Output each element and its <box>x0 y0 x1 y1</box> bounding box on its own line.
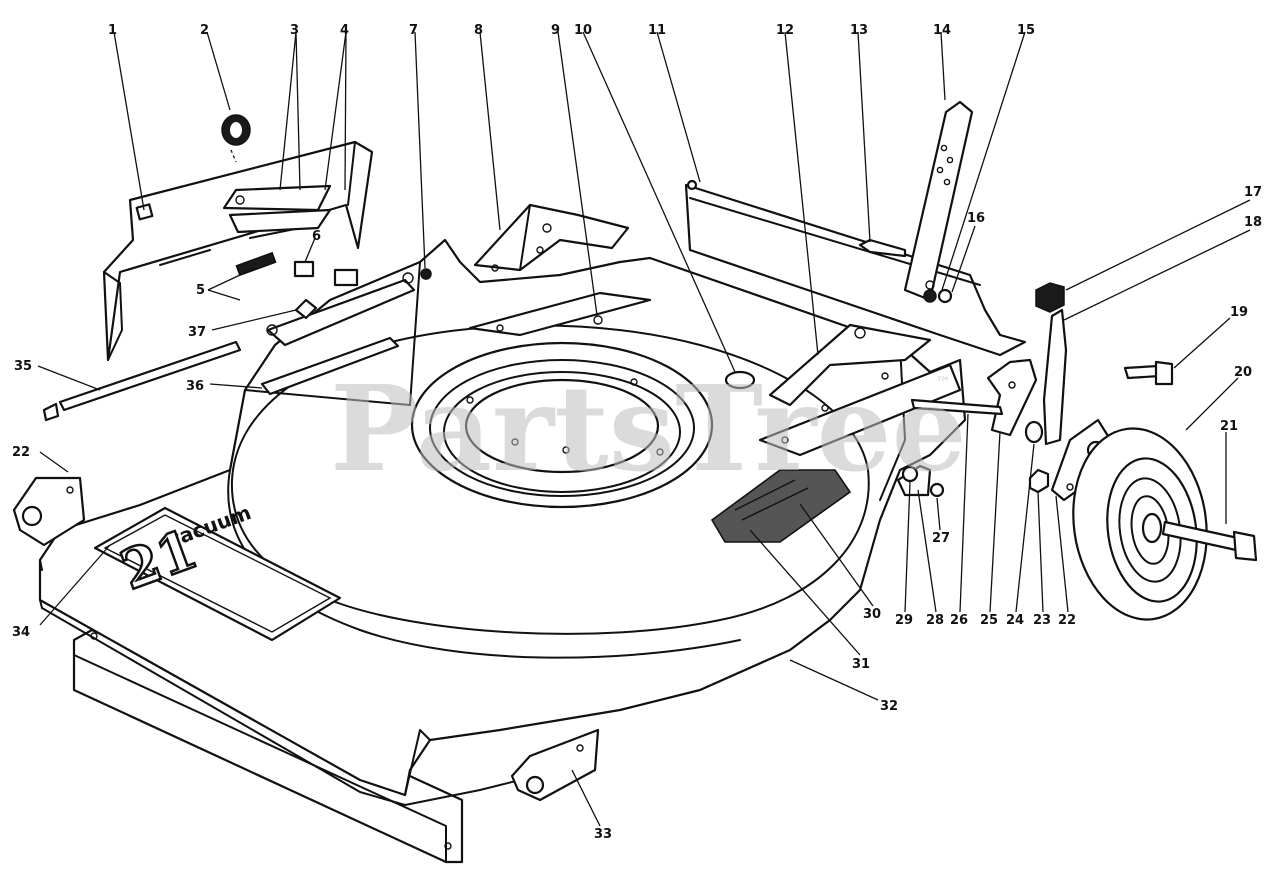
callout-14: 14 <box>933 23 951 38</box>
callout-27: 27 <box>932 531 950 546</box>
callout-15: 15 <box>1017 23 1035 38</box>
callout-32: 32 <box>880 699 898 714</box>
washer-24 <box>1024 420 1044 444</box>
wheel-20 <box>1072 427 1208 621</box>
callout-13: 13 <box>850 23 868 38</box>
callout-31: 31 <box>852 657 870 672</box>
callout-33: 33 <box>594 827 612 842</box>
callout-11: 11 <box>648 23 666 38</box>
watermark-text: PartsTree <box>330 359 967 498</box>
callout-10: 10 <box>574 23 592 38</box>
decal-36 <box>260 336 400 396</box>
nut-23 <box>1028 468 1050 494</box>
washer-2 <box>221 114 251 146</box>
bolt-37 <box>294 298 318 320</box>
warning-decal <box>710 469 852 543</box>
washer-15 <box>923 289 937 303</box>
knob-17 <box>1035 282 1065 313</box>
height-adjuster-plate-25 <box>986 358 1038 437</box>
callout-26: 26 <box>950 613 968 628</box>
deck-plug <box>724 370 756 390</box>
callout-34: 34 <box>12 625 30 640</box>
wheel-bracket-33 <box>510 728 600 802</box>
callout-18: 18 <box>1244 215 1262 230</box>
grass-bag-bracket <box>102 140 374 362</box>
bolt-13 <box>858 238 907 258</box>
bolt-19 <box>1123 360 1174 386</box>
callout-28: 28 <box>926 613 944 628</box>
callout-16: 16 <box>967 211 985 226</box>
hinge-bracket-right <box>758 323 962 457</box>
leader-lines <box>37 31 1251 827</box>
callout-19: 19 <box>1230 305 1248 320</box>
callout-2: 2 <box>200 23 209 38</box>
axle-bolt-21 <box>1161 520 1258 562</box>
callout-labels: 1 2 3 4 5 6 7 8 9 10 11 12 13 14 15 16 1… <box>12 23 1262 842</box>
callout-4: 4 <box>340 23 349 38</box>
callout-29: 29 <box>895 613 913 628</box>
callout-6: 6 <box>312 229 321 244</box>
adjuster-link-26 <box>910 398 1004 416</box>
discharge-opening <box>410 341 714 509</box>
clip-6-block <box>333 268 359 287</box>
callout-5: 5 <box>196 283 205 298</box>
washer-27 <box>929 482 945 498</box>
callout-17: 17 <box>1244 185 1262 200</box>
strap-plate-left <box>468 291 652 337</box>
callout-20: 20 <box>1234 365 1252 380</box>
nut-16 <box>937 288 953 304</box>
adjuster-arm-18 <box>1042 308 1068 446</box>
callout-35: 35 <box>14 359 32 374</box>
callout-12: 12 <box>776 23 794 38</box>
latch-plate <box>228 208 332 234</box>
clip-6 <box>293 260 315 278</box>
callout-9: 9 <box>551 23 560 38</box>
callout-21: 21 <box>1220 419 1238 434</box>
hinge-bracket-left <box>473 203 630 272</box>
callout-37: 37 <box>188 325 206 340</box>
callout-22-left: 22 <box>12 445 30 460</box>
callout-7: 7 <box>409 23 418 38</box>
callout-30: 30 <box>863 607 881 622</box>
callout-25: 25 <box>980 613 998 628</box>
callout-8: 8 <box>474 23 483 38</box>
partstree-watermark: PartsTree ™ <box>330 359 967 498</box>
callout-36: 36 <box>186 379 204 394</box>
callout-3: 3 <box>290 23 299 38</box>
callout-22-right: 22 <box>1058 613 1076 628</box>
hinge-rod-35 <box>42 340 242 422</box>
callout-23: 23 <box>1033 613 1051 628</box>
watermark-trademark: ™ <box>935 373 951 392</box>
callout-1: 1 <box>108 23 117 38</box>
callout-24: 24 <box>1006 613 1024 628</box>
door-hinge-bracket <box>266 268 432 347</box>
nut-29 <box>901 465 919 483</box>
wheel-bracket-left <box>12 476 86 547</box>
